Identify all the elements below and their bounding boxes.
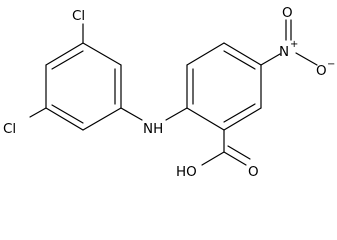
bond-carboxyl-oh	[201, 151, 225, 166]
bond-ring-nitro	[260, 53, 281, 66]
nitro-negative-charge: −	[327, 59, 335, 70]
atom-label-cl-left: Cl	[3, 121, 16, 137]
bond-a6-a1-inner	[51, 50, 84, 70]
atom-label-cl-top: Cl	[72, 8, 85, 24]
bond-b3-b4	[223, 42, 262, 66]
bond-b6-b1	[186, 107, 225, 131]
bond-b2-b3	[186, 42, 225, 66]
atom-label-amine: NH	[143, 121, 163, 137]
bond-ring-nh	[120, 107, 143, 121]
bond-a4-a5-inner	[51, 104, 84, 124]
bond-a1-a2	[82, 42, 122, 66]
bond-a4-a5	[45, 107, 84, 131]
atom-label-hydroxyl: HO	[176, 164, 197, 180]
atom-label-nitro-n: N	[279, 44, 289, 60]
bond-cl-left	[29, 107, 47, 118]
nitro-positive-charge: +	[290, 39, 298, 50]
atom-label-nitro-o-top: O	[282, 5, 293, 21]
bond-nitro-o-right	[295, 52, 318, 66]
structure-diagram: Cl Cl NH N + O O − HO O	[3, 5, 335, 180]
bond-b5-b6-inner	[223, 103, 256, 123]
bond-b5-b6	[223, 107, 262, 131]
bond-carbonyl-1	[223, 151, 247, 166]
dichlorophenyl-ring	[45, 42, 122, 131]
bond-carbonyl-2	[227, 145, 251, 160]
bond-a3-a4	[82, 107, 122, 131]
atom-label-nitro-o-right: O	[316, 63, 327, 79]
nitrobenzoic-ring	[186, 42, 262, 131]
bond-nh-ring	[165, 107, 188, 121]
bond-b3-b4-inner	[223, 50, 256, 70]
atom-label-carbonyl-o: O	[248, 164, 259, 180]
bond-a6-a1	[45, 42, 84, 66]
